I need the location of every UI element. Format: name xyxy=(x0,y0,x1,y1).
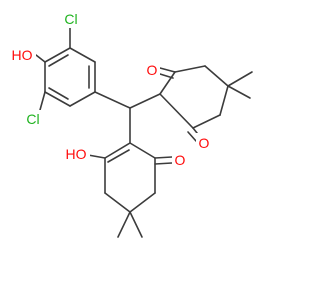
bond-ring-b-4 xyxy=(219,85,229,116)
bond-c-cl-bottom xyxy=(39,91,46,111)
bond-ring-a-6 xyxy=(44,47,71,63)
ketone-oxygen-lower: O xyxy=(199,135,210,151)
bond-ring-a-4 xyxy=(44,91,71,107)
bond-ring-a-4-double xyxy=(48,87,69,100)
bond-ring-c-6 xyxy=(129,142,156,159)
hydroxyl-label-top: HO xyxy=(12,47,33,63)
bond-ring-a-6-double xyxy=(48,54,69,67)
atom-labels: Cl HO Cl O O HO O xyxy=(8,10,212,169)
ketone-oxygen-right: O xyxy=(175,152,186,168)
bond-c-o-lower-double xyxy=(187,131,197,142)
bond-ring-c-4 xyxy=(129,192,156,213)
bond-ring-b-1 xyxy=(159,71,176,95)
bond-c-oh-top xyxy=(35,54,46,63)
bond-ring-c-1-double xyxy=(107,149,130,163)
bond-ch-to-c2 xyxy=(129,93,161,109)
bond-ring-a-to-ch xyxy=(94,91,131,109)
bond-ring-c-3 xyxy=(104,192,131,213)
bond-ring-b-3 xyxy=(204,65,229,87)
hydroxyl-label-bottom: HO xyxy=(66,146,87,162)
bond-c-oh-bottom xyxy=(87,154,106,159)
molecule-structure-canvas: Cl HO Cl O O HO O xyxy=(8,10,253,238)
bond-ring-b-2 xyxy=(174,65,206,73)
bond-methyl-upper-2 xyxy=(227,85,251,99)
bond-c-o-right-double xyxy=(154,162,173,165)
bonds xyxy=(35,27,253,238)
bond-methyl-upper-1 xyxy=(227,71,253,87)
bond-c-o-upper xyxy=(159,67,176,73)
bond-ring-b-6 xyxy=(159,93,194,129)
bond-methyl-lower-1 xyxy=(117,211,131,238)
bond-ring-c-1 xyxy=(104,142,131,159)
bond-c-o-right xyxy=(154,156,173,159)
bond-ring-a-3 xyxy=(69,91,96,107)
ketone-oxygen-upper: O xyxy=(147,62,158,78)
bond-c-o-upper-double xyxy=(159,73,174,79)
molecule-diagram: Cl HO Cl O O HO O xyxy=(8,10,253,238)
bond-ring-b-5 xyxy=(192,114,221,129)
bond-methyl-lower-2 xyxy=(129,211,143,238)
bond-ring-a-1 xyxy=(69,47,96,63)
chlorine-atom-top: Cl xyxy=(64,11,77,27)
chlorine-atom-bottom: Cl xyxy=(26,111,39,127)
